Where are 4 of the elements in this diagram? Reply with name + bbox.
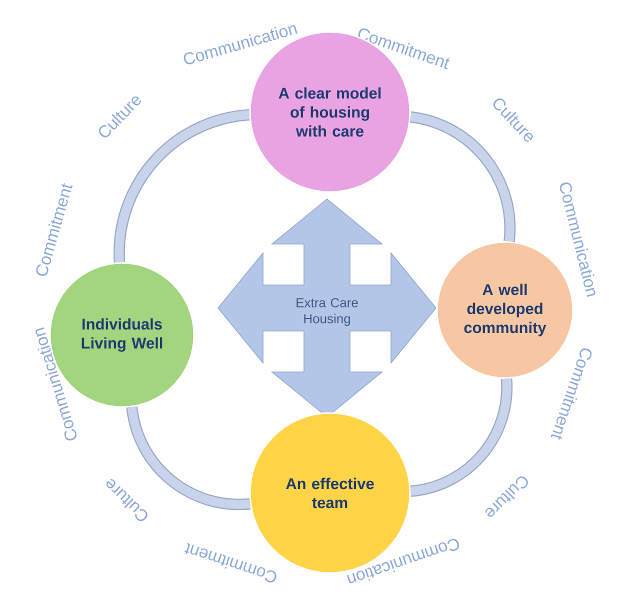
ring-segment (114, 109, 250, 262)
ring-segment (126, 406, 250, 510)
ring-segment (410, 111, 516, 242)
ring-segment (410, 378, 512, 497)
